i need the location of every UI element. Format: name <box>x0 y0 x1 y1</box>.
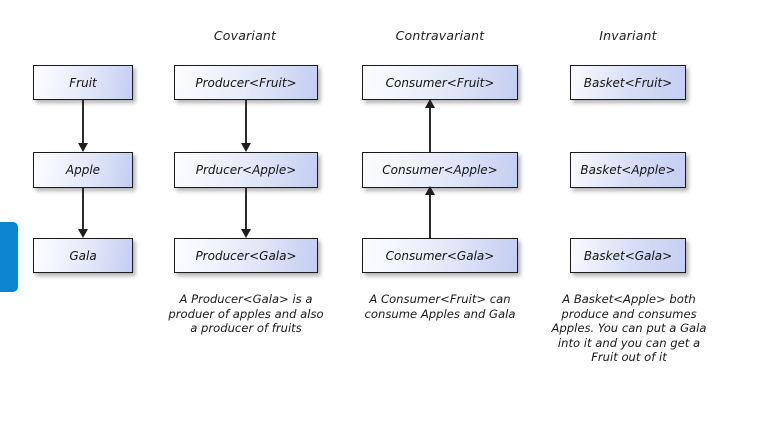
node-gala[interactable]: Gala <box>33 238 133 273</box>
node-apple[interactable]: Apple <box>33 152 133 188</box>
arrow-head-fruit-apple <box>78 143 88 152</box>
node-label: Basket<Apple> <box>580 163 676 177</box>
arrow-head-producer-apple-gala <box>241 229 251 238</box>
node-producer-apple[interactable]: Prducer<Apple> <box>174 152 318 188</box>
column-header-contravariant: Contravariant <box>395 28 485 43</box>
node-label: Basket<Fruit> <box>583 75 673 90</box>
node-label: Consumer<Apple> <box>382 163 498 177</box>
node-label: Basket<Gala> <box>583 248 673 263</box>
node-producer-gala[interactable]: Producer<Gala> <box>174 238 318 273</box>
node-label: Producer<Fruit> <box>195 75 297 90</box>
arrow-head-apple-gala <box>78 229 88 238</box>
node-producer-fruit[interactable]: Producer<Fruit> <box>174 65 318 100</box>
arrow-head-producer-fruit-apple <box>241 143 251 152</box>
node-label: Gala <box>69 248 97 263</box>
node-label: Fruit <box>69 75 97 90</box>
node-consumer-fruit[interactable]: Consumer<Fruit> <box>362 65 518 100</box>
arrow-line-consumer-apple-fruit <box>429 106 431 152</box>
node-basket-fruit[interactable]: Basket<Fruit> <box>570 65 686 100</box>
node-label: Producer<Gala> <box>195 248 297 263</box>
caption-contravariant: A Consumer<Fruit> can consume Apples and… <box>364 292 516 321</box>
node-label: Apple <box>65 163 101 177</box>
node-basket-apple[interactable]: Basket<Apple> <box>570 152 686 188</box>
column-header-invariant: Invariant <box>599 28 657 43</box>
arrow-line-producer-fruit-apple <box>245 100 247 144</box>
arrow-line-producer-apple-gala <box>245 188 247 230</box>
caption-invariant: A Basket<Apple> both produce and consume… <box>551 292 707 365</box>
column-header-covariant: Covariant <box>213 28 277 43</box>
caption-covariant: A Producer<Gala> is a produer of apples … <box>168 292 324 336</box>
node-consumer-gala[interactable]: Consumer<Gala> <box>362 238 518 273</box>
arrow-head-consumer-gala-apple <box>425 186 435 195</box>
arrow-line-fruit-apple <box>82 100 84 144</box>
node-label: Consumer<Gala> <box>385 248 495 263</box>
arrow-line-consumer-gala-apple <box>429 194 431 238</box>
node-consumer-apple[interactable]: Consumer<Apple> <box>362 152 518 188</box>
node-label: Consumer<Fruit> <box>385 75 495 90</box>
arrow-line-apple-gala <box>82 188 84 230</box>
node-basket-gala[interactable]: Basket<Gala> <box>570 238 686 273</box>
node-fruit[interactable]: Fruit <box>33 65 133 100</box>
node-label: Prducer<Apple> <box>195 163 297 177</box>
left-accent-tab[interactable] <box>0 222 18 292</box>
arrow-head-consumer-apple-fruit <box>425 99 435 108</box>
